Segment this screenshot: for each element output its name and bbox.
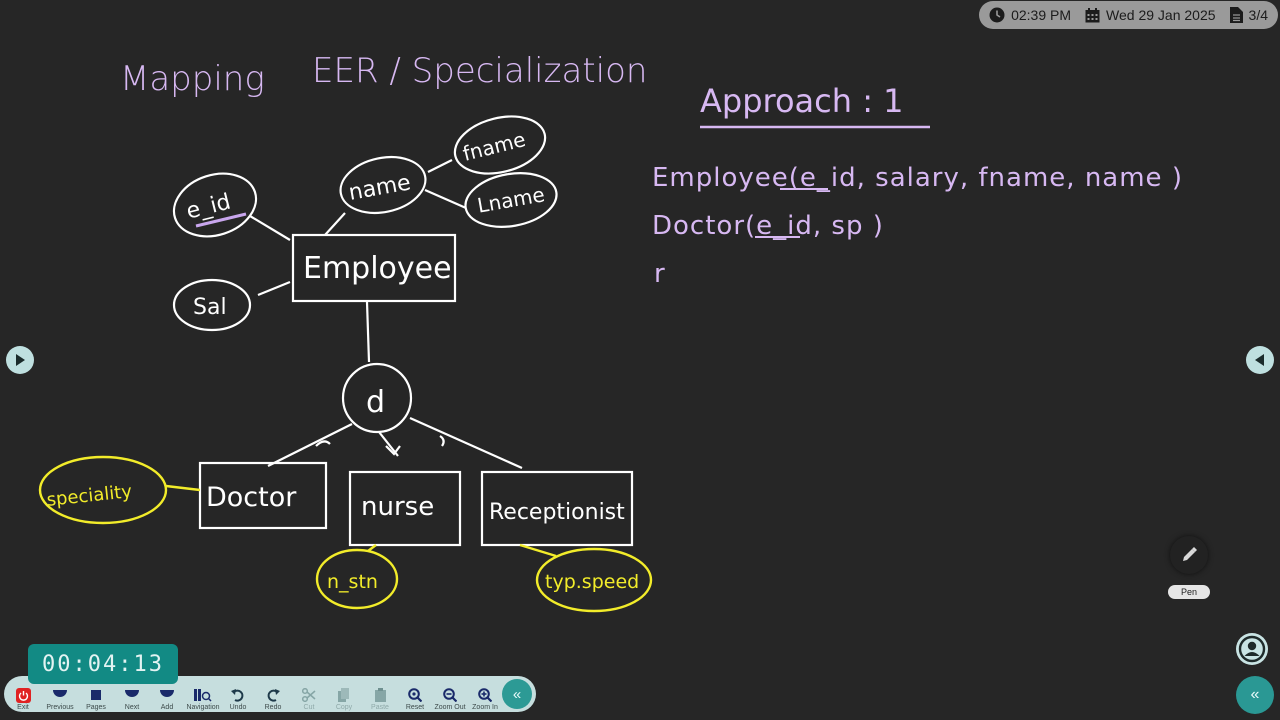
undo-icon [231,689,244,702]
attr-sal-ellipse [172,278,252,332]
attr-lname-label: Lname [475,182,546,217]
attr-sal-label: Sal [193,295,227,320]
profile-button[interactable] [1236,633,1268,665]
entity-nurse-box [348,470,462,547]
scissors-icon [302,688,316,702]
status-time: 02:39 PM [1011,7,1072,23]
pages-icon [91,690,101,700]
entity-doctor-label: Doctor [206,482,297,513]
entity-nurse-label: nurse [361,492,434,522]
zoom-reset-icon [408,688,422,702]
collapse-toolbar-button[interactable]: « [502,679,532,709]
paste-button[interactable]: Paste [362,677,398,711]
pen-tool-button[interactable] [1170,536,1208,574]
zoom-in-icon [478,688,492,702]
zoom-reset-button[interactable]: Reset [398,677,432,711]
attr-name-label: name [347,170,413,205]
cut-button[interactable]: Cut [292,677,326,711]
power-icon [15,687,31,703]
pages-button[interactable]: Pages [78,677,114,711]
attr-typ_speed-ellipse [535,547,653,613]
disjoint-circle [341,362,413,434]
play-right-icon [16,354,25,366]
copy-button[interactable]: Copy [326,677,362,711]
chevron-left-icon [53,690,67,697]
attr-e_id-ellipse [172,172,258,238]
redo-button[interactable]: Redo [254,677,292,711]
user-avatar-icon [1238,635,1266,663]
session-timer: 00:04:13 [28,644,178,684]
previous-button[interactable]: Previous [42,677,78,711]
exit-button[interactable]: Exit [4,677,42,711]
title-mapping: Mapping [120,59,265,99]
next-button[interactable]: Next [114,677,150,711]
navigation-icon [194,689,212,702]
entity-doctor-box [198,461,328,530]
left-panel-toggle-button[interactable] [6,346,34,374]
attr-n_stn-label: n_stn [327,571,378,593]
copy-icon [338,688,349,702]
status-bar: 02:39 PM Wed 29 Jan 2025 3/4 [979,1,1278,29]
entity-employee-box [291,233,457,303]
status-date: Wed 29 Jan 2025 [1106,7,1216,23]
expand-menu-button[interactable]: « [1236,676,1274,714]
attr-speciality-ellipse [38,455,168,525]
zoom-out-icon [443,688,457,702]
calendar-icon [1085,7,1100,23]
pen-tool-label: Pen [1168,585,1210,599]
paste-icon [374,688,386,702]
approach-heading: Approach : 1 [700,82,904,120]
entity-receptionist-label: Receptionist [489,500,625,525]
zoom-out-button[interactable]: Zoom Out [432,677,468,711]
zoom-in-button[interactable]: Zoom In [468,677,502,711]
notes-line-partial: r [654,259,665,289]
entity-receptionist-box [480,470,634,547]
disjoint-label: d [366,385,385,420]
navigation-button[interactable]: Navigation [184,677,222,711]
right-panel-toggle-button[interactable] [1246,346,1274,374]
chevron-right-icon [125,690,139,697]
attr-fname-label: fname [460,127,528,166]
attr-fname-ellipse [453,115,547,175]
play-left-icon [1255,354,1264,366]
attr-typ_speed-label: typ.speed [545,571,639,593]
attr-n_stn-ellipse [315,548,399,610]
pencil-icon [1183,547,1197,561]
document-icon [1229,7,1243,23]
attr-name-ellipse [339,156,427,214]
pk-underline [195,212,247,228]
add-page-button[interactable]: Add [150,677,184,711]
attr-speciality-label: speciality [46,481,134,511]
clock-icon [989,7,1005,23]
title-eer-specialization: EER / Specialization [312,51,647,91]
entity-employee-label: Employee [303,251,452,286]
plus-icon [160,690,174,697]
status-page: 3/4 [1248,7,1268,23]
notes-line-employee: Employee(e_id, salary, fname, name ) [652,163,1183,193]
undo-button[interactable]: Undo [222,677,254,711]
redo-icon [267,689,280,702]
